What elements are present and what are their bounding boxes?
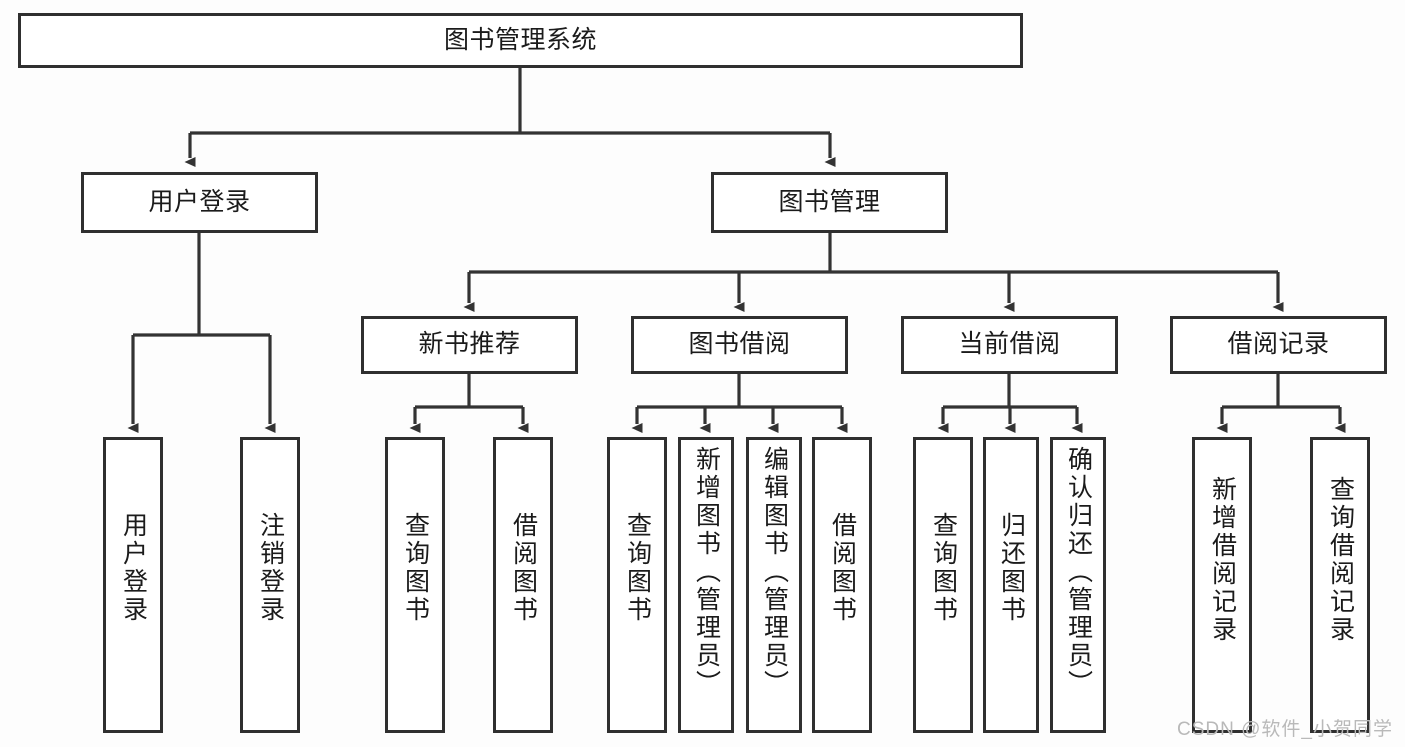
leaf-query-record-label: 查询借阅记录 xyxy=(1326,476,1355,644)
edge-bookmanage-to-level3 xyxy=(463,233,1284,312)
leaf-add-record[interactable]: 新增借阅记录 xyxy=(1192,437,1252,733)
leaf-query-book-3-label: 查询图书 xyxy=(929,512,958,624)
node-book-borrow-label: 图书借阅 xyxy=(688,330,791,359)
leaf-borrow-book-2[interactable]: 借阅图书 xyxy=(812,437,872,733)
leaf-return-book-label: 归还图书 xyxy=(997,512,1026,624)
leaf-borrow-book-1[interactable]: 借阅图书 xyxy=(493,437,553,733)
leaf-edit-book[interactable]: 编辑图书（管理员） xyxy=(746,437,802,733)
watermark-text: CSDN @软件_小贺同学 xyxy=(1177,719,1393,740)
node-new-book-recommend[interactable]: 新书推荐 xyxy=(361,316,578,374)
leaf-query-book-1-label: 查询图书 xyxy=(401,512,430,624)
leaf-borrow-book-2-label: 借阅图书 xyxy=(828,512,857,624)
leaf-user-login[interactable]: 用户登录 xyxy=(103,437,163,733)
leaf-query-book-2-label: 查询图书 xyxy=(623,512,652,624)
leaf-logout-label: 注销登录 xyxy=(256,512,285,624)
leaf-add-book-label: 新增图书（管理员） xyxy=(692,446,721,698)
node-user-login-label: 用户登录 xyxy=(148,187,251,216)
edge-userlogin-to-leaves xyxy=(127,233,276,433)
node-book-manage[interactable]: 图书管理 xyxy=(711,172,948,233)
node-user-login[interactable]: 用户登录 xyxy=(81,172,318,233)
node-root-label: 图书管理系统 xyxy=(443,25,597,54)
leaf-query-record[interactable]: 查询借阅记录 xyxy=(1310,437,1370,733)
node-book-borrow[interactable]: 图书借阅 xyxy=(631,316,848,374)
leaf-confirm-return-label: 确认归还（管理员） xyxy=(1064,446,1093,698)
node-root[interactable]: 图书管理系统 xyxy=(18,13,1023,68)
leaf-logout[interactable]: 注销登录 xyxy=(240,437,300,733)
leaf-add-book[interactable]: 新增图书（管理员） xyxy=(678,437,734,733)
node-borrow-record[interactable]: 借阅记录 xyxy=(1170,316,1387,374)
edge-borrowrecord-to-leaves xyxy=(1216,374,1346,433)
edge-newbook-to-leaves xyxy=(409,374,529,433)
leaf-borrow-book-1-label: 借阅图书 xyxy=(509,512,538,624)
node-borrow-record-label: 借阅记录 xyxy=(1227,330,1330,359)
leaf-edit-book-label: 编辑图书（管理员） xyxy=(760,446,789,698)
node-new-book-recommend-label: 新书推荐 xyxy=(418,330,521,359)
node-current-borrow[interactable]: 当前借阅 xyxy=(901,316,1118,374)
leaf-query-book-2[interactable]: 查询图书 xyxy=(607,437,667,733)
edge-currentborrow-to-leaves xyxy=(937,374,1083,433)
leaf-return-book[interactable]: 归还图书 xyxy=(983,437,1039,733)
leaf-query-book-1[interactable]: 查询图书 xyxy=(385,437,445,733)
edge-bookborrow-to-leaves xyxy=(631,374,848,433)
leaf-query-book-3[interactable]: 查询图书 xyxy=(913,437,973,733)
leaf-add-record-label: 新增借阅记录 xyxy=(1208,476,1237,644)
node-book-manage-label: 图书管理 xyxy=(778,187,881,216)
leaf-confirm-return[interactable]: 确认归还（管理员） xyxy=(1050,437,1106,733)
edge-root-to-level2 xyxy=(184,68,836,167)
node-current-borrow-label: 当前借阅 xyxy=(958,330,1061,359)
leaf-user-login-label: 用户登录 xyxy=(119,512,148,624)
